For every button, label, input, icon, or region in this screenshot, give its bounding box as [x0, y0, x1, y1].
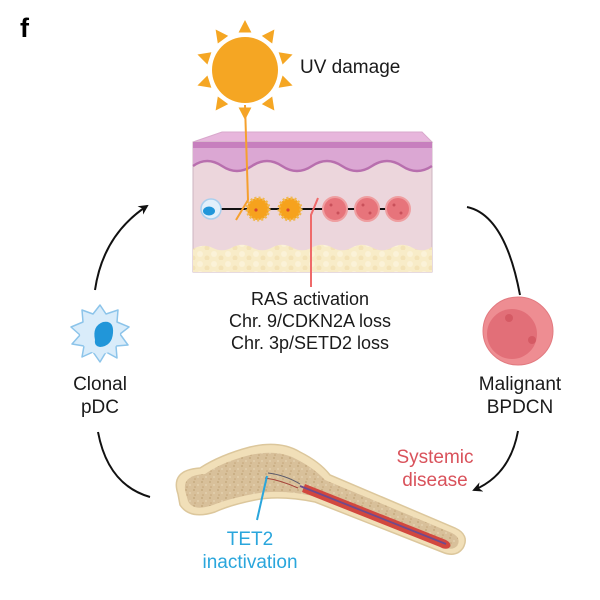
sun-ray [238, 20, 252, 33]
sun-ray [278, 75, 293, 88]
pdc-text: pDC [80, 397, 119, 419]
skin-pdc-cell [200, 198, 222, 220]
sun-ray [261, 29, 275, 44]
clonal-text: Clonal [73, 374, 127, 395]
skin-transformed-cell [277, 196, 303, 222]
tet2-pointer [256, 475, 268, 521]
skin-events-label: RAS activation Chr. 9/CDKN2A loss Chr. 3… [200, 289, 420, 355]
mutation-pointer [310, 197, 319, 287]
skin-malignant-cell [322, 196, 348, 222]
skin-tissue-block [192, 131, 434, 273]
malignant-text: Malignant [478, 374, 562, 395]
sun-ray [197, 52, 212, 65]
sun-ray [261, 96, 275, 111]
clonal-pdc-cell [70, 304, 130, 363]
setd2-loss-text: Chr. 3p/SETD2 loss [230, 332, 390, 353]
uv-damage-pointer [235, 104, 250, 221]
sun-ray [278, 52, 293, 65]
inactivation-text: inactivation [202, 552, 298, 574]
sun-ray [215, 29, 229, 44]
bone-marrow-femur [175, 443, 466, 555]
sun-icon [197, 20, 293, 120]
skin-transformed-cell [245, 196, 271, 222]
malignant-bpdcn-label: Malignant BPDCN [460, 373, 580, 419]
bpdcn-text: BPDCN [486, 397, 554, 419]
skin-malignant-cell [385, 196, 411, 222]
tet2-inactivation-label: TET2 inactivation [170, 528, 330, 574]
ras-activation-text: RAS activation [250, 289, 370, 309]
clonal-pdc-label: Clonal pDC [55, 373, 145, 419]
skin-malignant-cell [354, 196, 380, 222]
systemic-disease-label: Systemic disease [380, 446, 490, 492]
uv-damage-label: UV damage [300, 57, 401, 78]
tet2-text: TET2 [226, 529, 274, 550]
arrow-malignant-to-bone [472, 430, 519, 492]
arrow-clonal-pdc-to-skin [94, 204, 149, 291]
sun-ray [197, 75, 212, 88]
arrow-bone-to-clonal-pdc [97, 431, 151, 498]
systemic-text: Systemic [396, 447, 474, 468]
sun-ray [215, 96, 229, 111]
cdkn2a-loss-text: Chr. 9/CDKN2A loss [228, 310, 392, 331]
panel-label: f [20, 13, 29, 43]
disease-text: disease [402, 470, 468, 492]
malignant-bpdcn-cell [482, 296, 554, 366]
arrow-skin-to-malignant [466, 206, 521, 296]
